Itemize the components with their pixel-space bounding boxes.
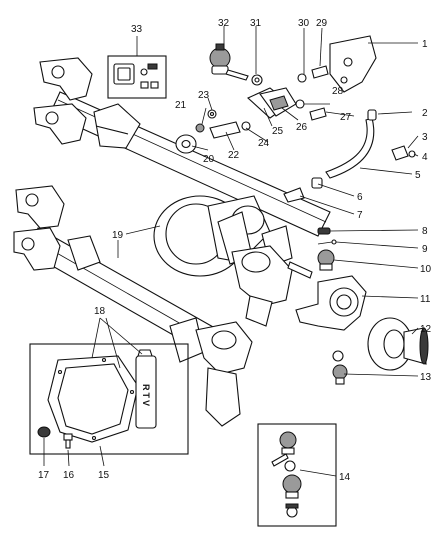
callout-2: 2 (422, 108, 428, 119)
callout-9: 9 (422, 244, 428, 255)
callout-23: 23 (198, 90, 210, 101)
callout-1: 1 (422, 39, 428, 50)
callout-8: 8 (422, 226, 428, 237)
axle-housing-upper (33, 57, 331, 327)
stud-10 (287, 261, 313, 279)
callout-33: 33 (131, 24, 143, 35)
axle-tube-lower (13, 185, 253, 427)
callout-15: 15 (98, 470, 110, 481)
callout-31: 31 (250, 18, 262, 29)
callout-14: 14 (339, 472, 351, 483)
callout-22: 22 (228, 150, 240, 161)
vent-hose-assembly (283, 109, 416, 203)
link-22-24 (209, 121, 251, 139)
leader-lines (43, 26, 419, 477)
callout-29: 29 (316, 18, 328, 29)
callout-12: 12 (420, 324, 432, 335)
plate-25-26 (247, 87, 297, 119)
ball-joint-upper (317, 249, 335, 271)
box-15-cover-kit (29, 343, 189, 455)
callout-11: 11 (420, 294, 431, 305)
callout-10: 10 (420, 264, 432, 275)
callout-21: 21 (175, 100, 187, 111)
callout-24: 24 (258, 138, 270, 149)
bushing-20 (175, 134, 197, 154)
callout-3: 3 (422, 132, 428, 143)
callout-28: 28 (332, 86, 344, 97)
box-33-seal-kit (107, 55, 167, 99)
nut-28-27 (295, 99, 327, 121)
callout-13: 13 (420, 372, 432, 383)
bracket-1 (329, 35, 377, 93)
callout-17: 17 (38, 470, 50, 481)
callout-5: 5 (415, 170, 421, 181)
steering-knuckle-11 (295, 275, 367, 331)
callout-25: 25 (272, 126, 284, 137)
callout-20: 20 (203, 154, 215, 165)
washer-31 (251, 74, 263, 86)
callout-26: 26 (296, 122, 308, 133)
rtv-tube-label: RTV (141, 384, 151, 408)
box-14-ball-joint-kit (257, 423, 337, 527)
callout-labels: 1 2 3 4 5 6 7 8 9 10 11 12 13 14 15 16 1… (38, 18, 432, 483)
callout-6: 6 (357, 192, 363, 203)
callout-19: 19 (112, 230, 124, 241)
callout-18: 18 (94, 306, 106, 317)
callout-16: 16 (63, 470, 75, 481)
callout-4: 4 (422, 152, 428, 163)
ball-joint-13 (332, 350, 348, 385)
callout-30: 30 (298, 18, 310, 29)
hub-12 (367, 317, 429, 371)
ball-joint-32 (209, 43, 249, 81)
cotter-nut-8-9 (317, 227, 337, 245)
callout-7: 7 (357, 210, 363, 221)
callout-27: 27 (340, 112, 352, 123)
callout-32: 32 (218, 18, 230, 29)
bolts-29-30 (297, 65, 329, 83)
